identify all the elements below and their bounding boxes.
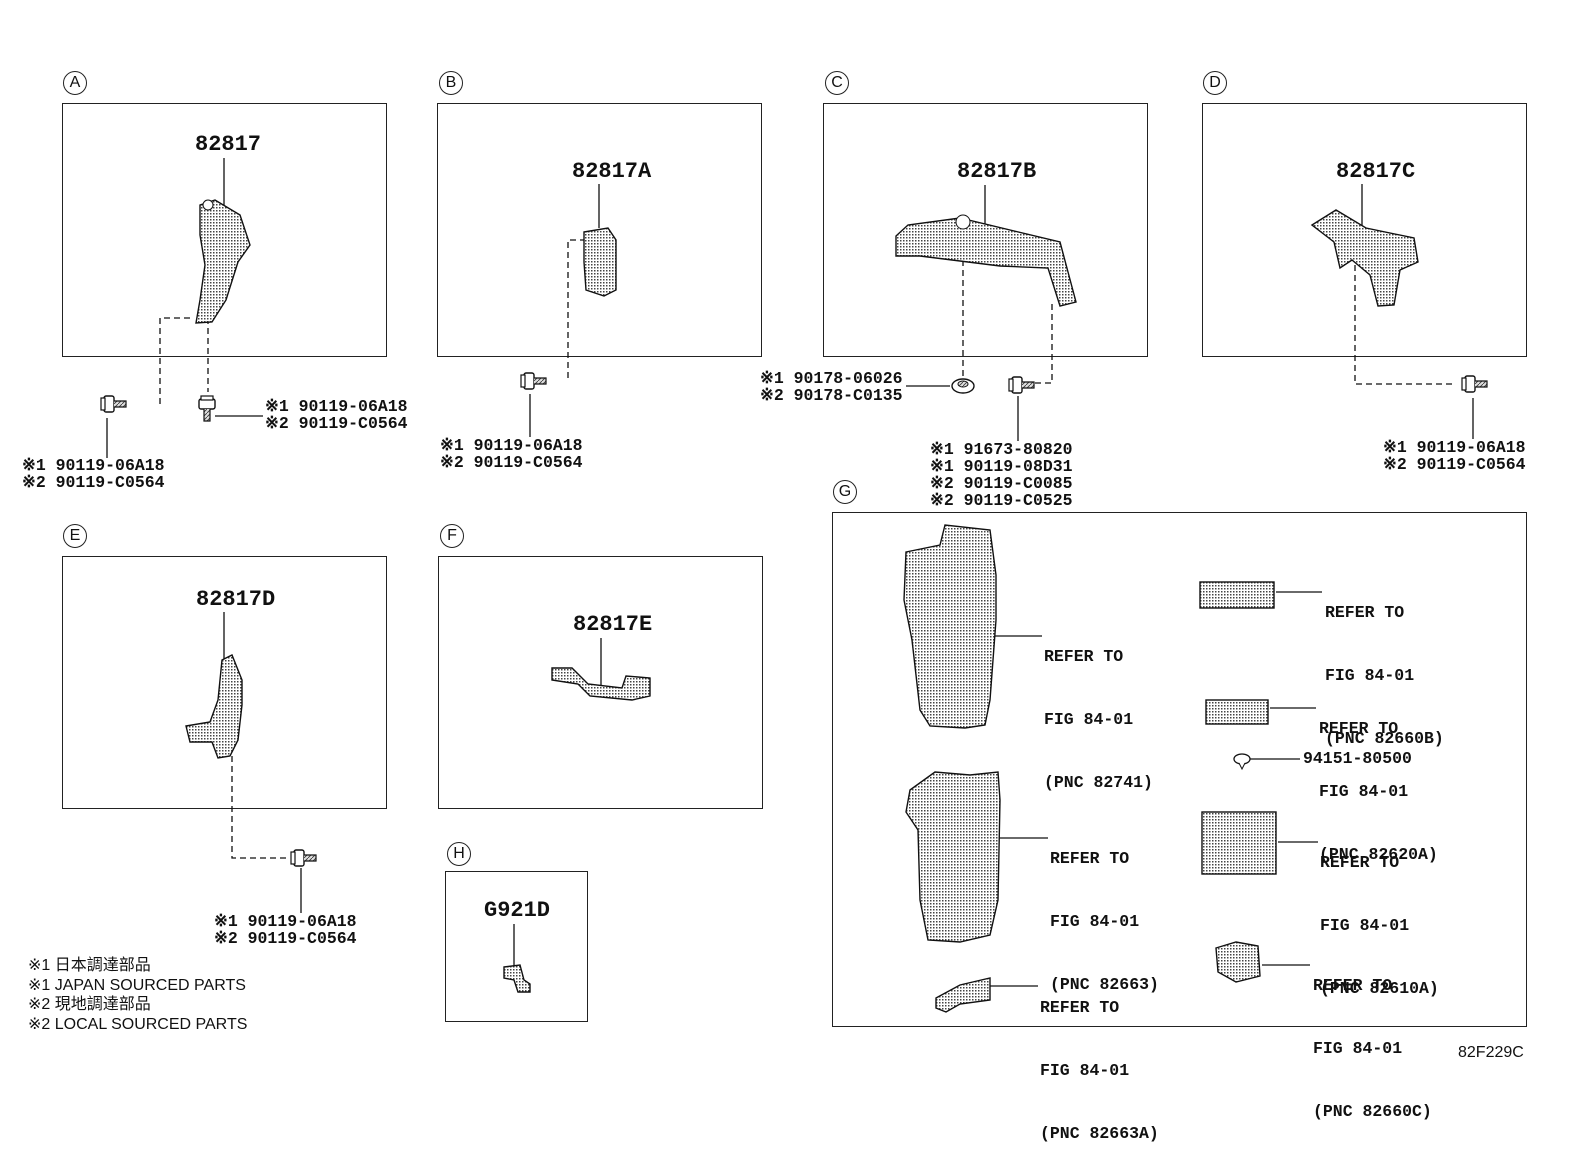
fastener-e-2: ※2 90119-C0564 bbox=[214, 929, 357, 948]
ref-82663a-line2: FIG 84-01 bbox=[1040, 1061, 1130, 1080]
fastener-note-b: ※1 90119-06A18 ※2 90119-C0564 bbox=[440, 437, 583, 471]
part-number-g921d: G921D bbox=[484, 898, 551, 923]
ref-82610a-line1: REFER TO bbox=[1320, 853, 1400, 872]
ref-82741-line1: REFER TO bbox=[1044, 647, 1124, 666]
fastener-b-1: ※1 90119-06A18 bbox=[440, 436, 583, 455]
ref-82663a-line1: REFER TO bbox=[1040, 998, 1120, 1017]
panel-h bbox=[445, 871, 588, 1022]
part-number-82817: 82817 bbox=[195, 132, 262, 157]
fastener-note-a-right: ※1 90119-06A18 ※2 90119-C0564 bbox=[265, 398, 408, 432]
grommet-c bbox=[951, 378, 975, 394]
fastener-note-d: ※1 90119-06A18 ※2 90119-C0564 bbox=[1383, 439, 1526, 473]
fastener-note-c-left: ※1 90178-06026 ※2 90178-C0135 bbox=[760, 370, 903, 404]
ref-82620a-line2: FIG 84-01 bbox=[1319, 782, 1409, 801]
ref-82620a: REFER TO FIG 84-01 (PNC 82620A) bbox=[1319, 676, 1438, 886]
legend-line-4: ※2 LOCAL SOURCED PARTS bbox=[28, 1015, 248, 1033]
section-label-f: F bbox=[440, 524, 464, 548]
fastener-a-right-1: ※1 90119-06A18 bbox=[265, 397, 408, 416]
ref-82660b-line1: REFER TO bbox=[1325, 603, 1405, 622]
ref-82620a-line3: (PNC 82620A) bbox=[1319, 845, 1438, 864]
section-label-a: A bbox=[63, 71, 87, 95]
fastener-note-e: ※1 90119-06A18 ※2 90119-C0564 bbox=[214, 913, 357, 947]
ref-82663: REFER TO FIG 84-01 (PNC 82663) bbox=[1050, 806, 1159, 1016]
fastener-d-1: ※1 90119-06A18 bbox=[1383, 438, 1526, 457]
fastener-a-right-2: ※2 90119-C0564 bbox=[265, 414, 408, 433]
fastener-c-right-3: ※2 90119-C0085 bbox=[930, 474, 1073, 493]
fastener-e-1: ※1 90119-06A18 bbox=[214, 912, 357, 931]
clip-part-number: 94151-80500 bbox=[1303, 749, 1412, 768]
fastener-c-left-1: ※1 90178-06026 bbox=[760, 369, 903, 388]
fastener-d-2: ※2 90119-C0564 bbox=[1383, 455, 1526, 474]
ref-82660c-line3: (PNC 82660C) bbox=[1313, 1102, 1432, 1121]
part-number-82817e: 82817E bbox=[573, 612, 653, 637]
section-label-b: B bbox=[439, 71, 463, 95]
figure-code: 82F229C bbox=[1458, 1044, 1524, 1061]
ref-82663a-line3: (PNC 82663A) bbox=[1040, 1124, 1159, 1143]
ref-82660b: REFER TO FIG 84-01 (PNC 82660B) bbox=[1325, 560, 1444, 770]
fastener-note-c-right: ※1 91673-80820 ※1 90119-08D31 ※2 90119-C… bbox=[930, 441, 1073, 509]
fastener-a-left-2: ※2 90119-C0564 bbox=[22, 473, 165, 492]
ref-82610a-line3: (PNC 82610A) bbox=[1320, 979, 1439, 998]
ref-82663-line3: (PNC 82663) bbox=[1050, 975, 1159, 994]
ref-82663-line1: REFER TO bbox=[1050, 849, 1130, 868]
legend: ※1 日本調達部品 ※1 JAPAN SOURCED PARTS ※2 現地調達… bbox=[28, 956, 247, 1034]
part-number-82817a: 82817A bbox=[572, 159, 652, 184]
fastener-note-a-left: ※1 90119-06A18 ※2 90119-C0564 bbox=[22, 457, 165, 491]
ref-82660c-line2: FIG 84-01 bbox=[1313, 1039, 1403, 1058]
ref-82660b-line2: FIG 84-01 bbox=[1325, 666, 1415, 685]
part-number-82817b: 82817B bbox=[957, 159, 1037, 184]
ref-82610a-line2: FIG 84-01 bbox=[1320, 916, 1410, 935]
part-number-82817d: 82817D bbox=[196, 587, 276, 612]
section-label-e: E bbox=[63, 524, 87, 548]
ref-82741: REFER TO FIG 84-01 (PNC 82741) bbox=[1044, 604, 1153, 814]
ref-82663-line2: FIG 84-01 bbox=[1050, 912, 1140, 931]
section-label-d: D bbox=[1203, 71, 1227, 95]
fastener-c-left-2: ※2 90178-C0135 bbox=[760, 386, 903, 405]
fastener-a-left-1: ※1 90119-06A18 bbox=[22, 456, 165, 475]
ref-82610a: REFER TO FIG 84-01 (PNC 82610A) bbox=[1320, 810, 1439, 1020]
fastener-c-right-1: ※1 91673-80820 bbox=[930, 440, 1073, 459]
ref-82620a-line1: REFER TO bbox=[1319, 719, 1399, 738]
fastener-c-right-4: ※2 90119-C0525 bbox=[930, 491, 1073, 510]
ref-82741-line3: (PNC 82741) bbox=[1044, 773, 1153, 792]
legend-line-1: ※1 日本調達部品 bbox=[28, 957, 151, 974]
section-label-g: G bbox=[833, 480, 857, 504]
fastener-b-2: ※2 90119-C0564 bbox=[440, 453, 583, 472]
ref-82741-line2: FIG 84-01 bbox=[1044, 710, 1134, 729]
fastener-c-right-2: ※1 90119-08D31 bbox=[930, 457, 1073, 476]
ref-82660c-line1: REFER TO bbox=[1313, 976, 1393, 995]
section-label-c: C bbox=[825, 71, 849, 95]
grommet-g bbox=[1233, 753, 1251, 771]
legend-line-2: ※1 JAPAN SOURCED PARTS bbox=[28, 976, 246, 994]
legend-line-3: ※2 現地調達部品 bbox=[28, 996, 151, 1013]
part-number-82817c: 82817C bbox=[1336, 159, 1416, 184]
diagram-drawings bbox=[100, 158, 1488, 1013]
section-label-h: H bbox=[447, 842, 471, 866]
ref-82660b-line3: (PNC 82660B) bbox=[1325, 729, 1444, 748]
